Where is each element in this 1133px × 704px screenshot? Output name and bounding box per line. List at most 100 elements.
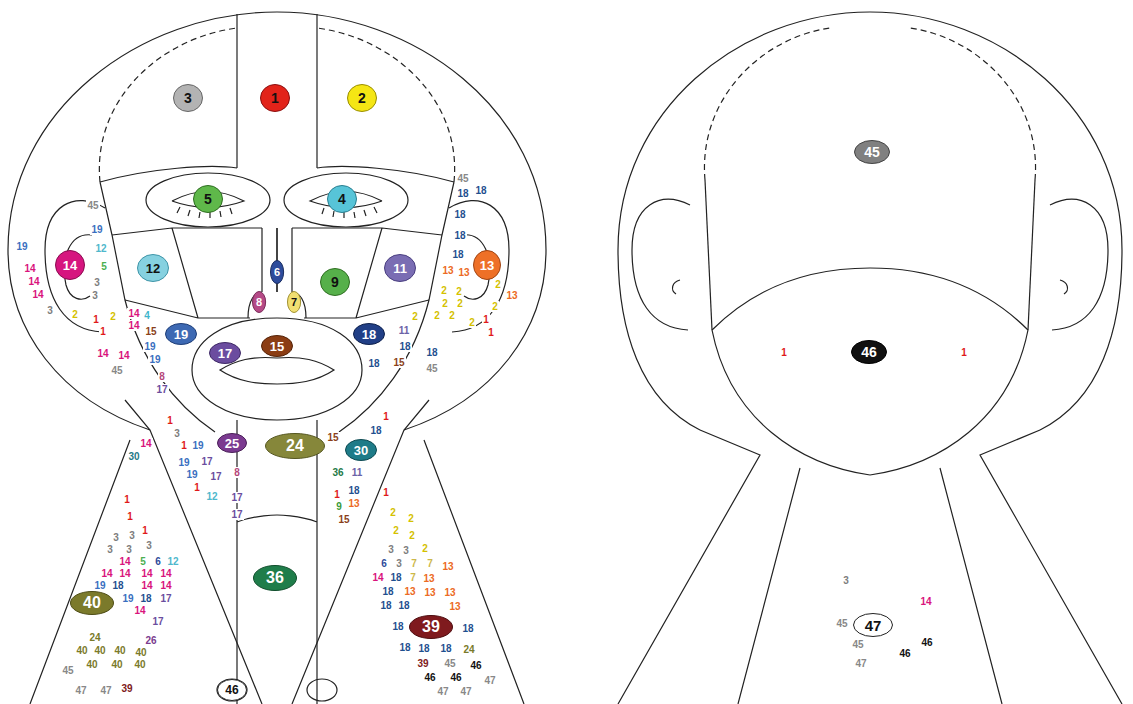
region-marker: 12 xyxy=(137,254,169,282)
callout-number: 40 xyxy=(133,659,146,670)
callout-number: 14 xyxy=(140,568,153,579)
callout-number: 47 xyxy=(854,658,867,669)
callout-number: 2 xyxy=(441,298,449,309)
callout-number: 39 xyxy=(416,658,429,669)
region-number: 46 xyxy=(861,345,877,359)
forehead-divider xyxy=(236,14,237,168)
callout-number: 2 xyxy=(389,507,397,518)
face-half-outline xyxy=(8,12,277,704)
callout-number: 17 xyxy=(159,593,172,604)
region-ellipse-shape xyxy=(346,440,377,461)
callout-number: 5 xyxy=(100,261,108,272)
region-marker: 18 xyxy=(353,323,385,345)
region-ellipse-shape xyxy=(261,85,290,112)
callout-number: 18 xyxy=(398,642,411,653)
back-half-outline xyxy=(618,12,870,704)
callout-number: 46 xyxy=(449,672,462,683)
callout-number: 3 xyxy=(842,575,850,586)
ear-outline xyxy=(45,201,105,332)
region-number: 19 xyxy=(174,328,188,341)
region-number: 30 xyxy=(354,444,368,457)
callout-number: 3 xyxy=(145,540,153,551)
region-marker: 5 xyxy=(193,185,223,213)
callout-number: 1 xyxy=(193,482,201,493)
callout-number: 12 xyxy=(166,556,179,567)
callout-number: 6 xyxy=(154,556,162,567)
callout-number: 1 xyxy=(126,511,134,522)
region-number: 6 xyxy=(274,267,280,278)
callout-number: 17 xyxy=(200,456,213,467)
callout-number: 1 xyxy=(99,326,107,337)
region-ellipse-shape xyxy=(218,434,247,453)
callout-number: 18 xyxy=(111,580,124,591)
region-number: 25 xyxy=(225,437,239,450)
callout-number: 17 xyxy=(230,509,243,520)
callout-number: 19 xyxy=(191,440,204,451)
region-ellipse-shape xyxy=(254,566,297,591)
callout-number: 18 xyxy=(456,188,469,199)
region-marker: 7 xyxy=(287,291,301,313)
callout-number: 39 xyxy=(120,683,133,694)
callout-number: 2 xyxy=(468,317,476,328)
callout-number: 18 xyxy=(391,621,404,632)
head-outline xyxy=(8,12,277,430)
callout-number: 14 xyxy=(919,596,932,607)
region-marker: 9 xyxy=(320,268,350,296)
region-number: 2 xyxy=(358,91,366,105)
callout-number: 14 xyxy=(117,350,130,361)
callout-number: 40 xyxy=(110,659,123,670)
region-ellipse-shape xyxy=(854,614,893,637)
callout-number: 12 xyxy=(205,491,218,502)
callout-number: 47 xyxy=(483,675,496,686)
callout-number: 2 xyxy=(407,513,415,524)
callout-number: 26 xyxy=(144,635,157,646)
callout-number: 2 xyxy=(440,285,448,296)
region-ellipse-shape xyxy=(474,251,501,280)
region-ellipse-shape xyxy=(56,251,85,280)
callout-number: 18 xyxy=(369,425,382,436)
callout-number: 19 xyxy=(93,580,106,591)
callout-number: 13 xyxy=(457,267,470,278)
callout-number: 13 xyxy=(505,290,518,301)
callout-number: 13 xyxy=(422,573,435,584)
region-ellipse-shape xyxy=(410,616,453,639)
callout-number: 18 xyxy=(453,209,466,220)
region-marker: 36 xyxy=(253,565,297,591)
callout-number: 7 xyxy=(410,558,418,569)
callout-number: 2 xyxy=(392,525,400,536)
region-number: 39 xyxy=(422,619,440,635)
region-marker: 39 xyxy=(409,615,453,639)
region-ellipse-shape xyxy=(218,680,247,701)
callout-number: 3 xyxy=(46,305,54,316)
callout-number: 36 xyxy=(331,467,344,478)
callout-number: 18 xyxy=(381,586,394,597)
callout-number: 17 xyxy=(155,384,168,395)
callout-number: 3 xyxy=(125,544,133,555)
callout-number: 19 xyxy=(15,241,28,252)
scalp-side-line xyxy=(705,180,712,330)
region-ellipse-shape xyxy=(266,434,325,459)
callout-number: 2 xyxy=(411,311,419,322)
callout-number: 1 xyxy=(333,489,341,500)
region-ellipse-shape xyxy=(385,255,416,282)
callout-number: 13 xyxy=(423,587,436,598)
region-marker: 4 xyxy=(327,185,357,213)
callout-number: 19 xyxy=(177,457,190,468)
callout-number: 18 xyxy=(389,572,402,583)
callout-number: 1 xyxy=(382,487,390,498)
callout-number: 13 xyxy=(441,561,454,572)
region-marker: 47 xyxy=(853,613,893,637)
region-number: 7 xyxy=(291,297,297,308)
region-marker: 3 xyxy=(173,84,203,112)
region-ellipse-shape xyxy=(174,85,203,112)
region-ellipse-shape xyxy=(210,343,241,364)
hairline-dashed xyxy=(99,28,237,182)
region-marker: 6 xyxy=(270,260,284,284)
region-number: 14 xyxy=(63,259,77,272)
callout-number: 2 xyxy=(448,310,456,321)
callout-number: 12 xyxy=(94,243,107,254)
callout-number: 2 xyxy=(494,279,502,290)
callout-number: 24 xyxy=(88,632,101,643)
callout-number: 18 xyxy=(425,347,438,358)
callout-number: 15 xyxy=(337,514,350,525)
